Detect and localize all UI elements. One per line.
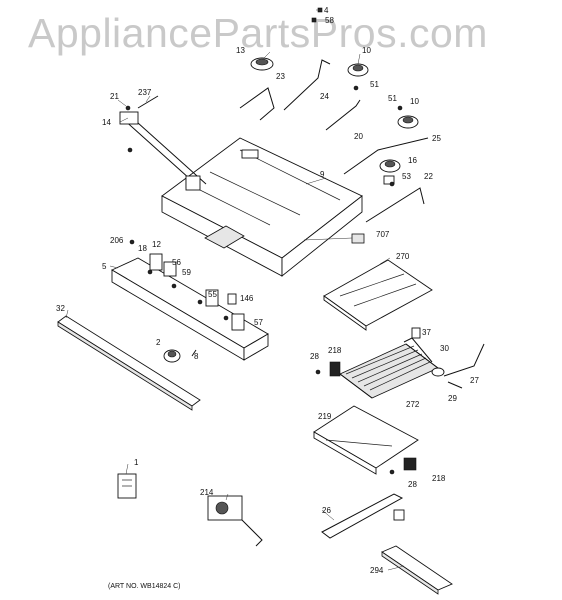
oven-burner-272 bbox=[339, 337, 439, 399]
igniter-218-a bbox=[329, 361, 341, 377]
burner-tube-25 bbox=[343, 137, 429, 175]
broil-pan-270 bbox=[323, 259, 433, 331]
valve-12 bbox=[149, 253, 163, 271]
callout-28-b: 28 bbox=[408, 480, 417, 489]
burner-bracket-26 bbox=[393, 509, 405, 521]
callout-57: 57 bbox=[254, 318, 263, 327]
callout-4: 4 bbox=[324, 6, 329, 15]
orifice-37 bbox=[411, 327, 421, 339]
callout-237: 237 bbox=[138, 88, 152, 97]
callout-leaders bbox=[65, 9, 405, 571]
art-number: (ART NO. WB14824 C) bbox=[108, 583, 181, 590]
screw-206 bbox=[129, 239, 135, 245]
callout-1: 1 bbox=[134, 458, 139, 467]
callout-23: 23 bbox=[276, 72, 285, 81]
surface-burner-10-top bbox=[347, 63, 369, 77]
callout-272: 272 bbox=[406, 400, 420, 409]
spark-module-707 bbox=[351, 233, 365, 244]
callout-5: 5 bbox=[102, 262, 107, 271]
callout-12: 12 bbox=[152, 240, 161, 249]
burner-tube-20 bbox=[325, 99, 361, 131]
callout-32: 32 bbox=[56, 304, 65, 313]
gas-line-27 bbox=[443, 343, 485, 377]
callout-214: 214 bbox=[200, 488, 214, 497]
callout-218-b: 218 bbox=[432, 474, 446, 483]
callout-13: 13 bbox=[236, 46, 245, 55]
burner-tube-23 bbox=[239, 87, 275, 121]
callout-10-right: 10 bbox=[410, 97, 419, 106]
callout-10-top: 10 bbox=[362, 46, 371, 55]
callout-27: 27 bbox=[470, 376, 479, 385]
callout-16: 16 bbox=[408, 156, 417, 165]
screw-51-b bbox=[397, 105, 403, 111]
valve-146 bbox=[227, 293, 237, 305]
valve-56 bbox=[163, 261, 177, 277]
callout-20: 20 bbox=[354, 132, 363, 141]
callout-58: 58 bbox=[325, 16, 334, 25]
burner-screw-58 bbox=[311, 17, 317, 23]
screw-28-b bbox=[389, 469, 395, 475]
orifice-holder-30 bbox=[431, 367, 445, 377]
callout-146: 146 bbox=[240, 294, 254, 303]
screw-28-a bbox=[315, 369, 321, 375]
callout-18: 18 bbox=[138, 244, 147, 253]
callout-218-a: 218 bbox=[328, 346, 342, 355]
callout-26: 26 bbox=[322, 506, 331, 515]
valve-support-bracket bbox=[111, 257, 269, 361]
owner-manual bbox=[117, 473, 137, 499]
callout-2: 2 bbox=[156, 338, 161, 347]
callout-206: 206 bbox=[110, 236, 124, 245]
valve-57 bbox=[231, 313, 245, 331]
callout-53: 53 bbox=[402, 172, 411, 181]
callout-51-b: 51 bbox=[388, 94, 397, 103]
screw-51-a bbox=[353, 85, 359, 91]
callout-707: 707 bbox=[376, 230, 390, 239]
broil-burner-26 bbox=[321, 493, 404, 539]
callout-55: 55 bbox=[208, 290, 217, 299]
valve-55 bbox=[205, 289, 219, 307]
callout-24: 24 bbox=[320, 92, 329, 101]
callout-9: 9 bbox=[320, 170, 325, 179]
burner-tube-24 bbox=[283, 59, 331, 111]
callout-56: 56 bbox=[172, 258, 181, 267]
knob-spring bbox=[191, 349, 197, 357]
callout-51-a: 51 bbox=[370, 80, 379, 89]
screw-53 bbox=[389, 181, 395, 187]
surface-burner-16 bbox=[379, 159, 401, 185]
gas-manifold bbox=[119, 95, 207, 191]
surface-burner-13 bbox=[250, 57, 274, 71]
bracket-294 bbox=[381, 545, 453, 595]
gas-line-29 bbox=[447, 381, 463, 389]
callout-25: 25 bbox=[432, 134, 441, 143]
callout-219: 219 bbox=[318, 412, 332, 421]
callout-8: 8 bbox=[194, 352, 199, 361]
callout-22: 22 bbox=[424, 172, 433, 181]
callout-59: 59 bbox=[182, 268, 191, 277]
burner-tube-22 bbox=[365, 187, 425, 223]
oven-thermostat-214 bbox=[207, 495, 263, 547]
callout-28-a: 28 bbox=[310, 352, 319, 361]
control-panel-trim bbox=[57, 315, 201, 411]
surface-burner-10-right bbox=[397, 115, 419, 129]
callout-30: 30 bbox=[440, 344, 449, 353]
callout-270: 270 bbox=[396, 252, 410, 261]
callout-29: 29 bbox=[448, 394, 457, 403]
callout-14: 14 bbox=[102, 118, 111, 127]
callout-21: 21 bbox=[110, 92, 119, 101]
callout-294: 294 bbox=[370, 566, 384, 575]
burner-box-frame bbox=[161, 137, 363, 277]
igniter-218-b bbox=[403, 457, 417, 471]
watermark-logo: AppliancePartsPros.com bbox=[28, 10, 488, 56]
flame-spreader-219 bbox=[313, 405, 419, 475]
callout-37: 37 bbox=[422, 328, 431, 337]
control-knob bbox=[163, 349, 181, 363]
